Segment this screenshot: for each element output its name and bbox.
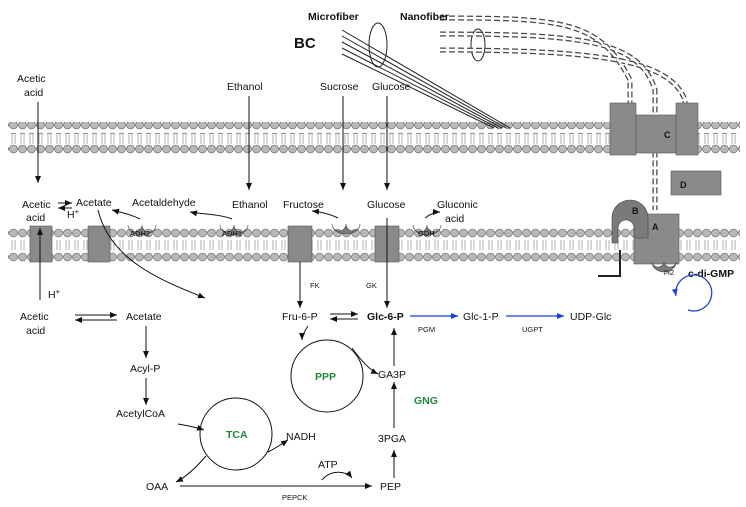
pilz-label: PilZ (664, 271, 675, 277)
transporter-acetate (87, 225, 111, 263)
pga3: 3PGA (378, 433, 406, 445)
glc6p: Glc-6-P (367, 311, 404, 323)
tca-cycle (199, 397, 273, 471)
microfiber-ring (368, 22, 388, 68)
gdh-label: GDH (418, 229, 435, 238)
pgm: PGM (418, 325, 435, 334)
acetic-acid-in-line1: Acetic (20, 311, 49, 323)
ethanol-peri: Ethanol (232, 199, 268, 211)
adh2-enzyme: ADH2 (127, 224, 157, 238)
acyl-p: Acyl-P (130, 363, 160, 375)
bcs-c-left (609, 102, 637, 156)
fibers (341, 15, 688, 262)
acetaldehyde-label: Acetaldehyde (132, 197, 196, 209)
subunit-a-label: A (652, 222, 659, 232)
glucose-peri: Glucose (367, 199, 406, 211)
adh1-enzyme: ADH1 (219, 224, 249, 238)
nadh: NADH (286, 431, 316, 443)
bcs-subunit-d (670, 170, 722, 196)
ethanol-outside: Ethanol (227, 81, 263, 93)
udp-glc: UDP-Glc (570, 311, 611, 323)
outer-membrane (8, 122, 740, 156)
bcs-subunit-c (635, 114, 677, 154)
ppp-label: PPP (315, 371, 336, 383)
acetylcoa: AcetylCoA (116, 408, 165, 420)
acetate-peri: Acetate (76, 197, 112, 209)
transporter-acetic (29, 225, 53, 263)
gk: GK (366, 281, 377, 290)
transporter-fructose (287, 225, 313, 263)
ugpt: UGPT (522, 325, 543, 334)
ppp-cycle (290, 339, 364, 413)
acetic-acid-outside-line2: acid (24, 87, 43, 99)
ga3p: GA3P (378, 369, 406, 381)
sucrose-outside: Sucrose (320, 81, 359, 93)
bcs-c-right (675, 102, 699, 156)
bc-label: BC (294, 35, 316, 52)
fru6p: Fru-6-P (282, 311, 318, 323)
tca-label: TCA (226, 429, 248, 441)
c-di-gmp-cycle-arrow (671, 274, 713, 312)
fk: FK (310, 281, 320, 290)
adh1-label: ADH1 (222, 229, 242, 238)
subunit-c-label: C (664, 130, 671, 140)
gng-label: GNG (414, 395, 438, 407)
gluconic-acid-line1: Gluconic (437, 199, 478, 211)
h-plus-1: H+ (67, 207, 80, 221)
c-di-gmp-label: c-di-GMP (688, 268, 734, 280)
oaa: OAA (146, 481, 168, 493)
nanofiber-label: Nanofiber (400, 11, 449, 23)
nanofiber-ring (470, 28, 486, 62)
bcs-anchor (598, 250, 621, 277)
bcs-subunit-b (611, 199, 649, 244)
subunit-b-label: B (632, 206, 639, 216)
acetic-acid-outside-line1: Acetic (17, 73, 46, 85)
fructose-label: Fructose (283, 199, 324, 211)
microfiber-label: Microfiber (308, 11, 359, 23)
glucose-outside: Glucose (372, 81, 411, 93)
h-plus-2: H+ (48, 287, 61, 301)
acetic-acid-peri-line2: acid (26, 212, 45, 224)
atp: ATP (318, 459, 338, 471)
pilz-domain (651, 261, 677, 273)
acetate-in: Acetate (126, 311, 162, 323)
gluconic-acid-line2: acid (445, 213, 464, 225)
acetic-acid-in-line2: acid (26, 325, 45, 337)
sucrase-enzyme (331, 223, 361, 235)
gdh-enzyme: GDH (412, 224, 442, 238)
subunit-d-label: D (680, 180, 687, 190)
pepck: PEPCK (282, 493, 307, 502)
adh2-label: ADH2 (130, 229, 150, 238)
inner-membrane (8, 228, 740, 262)
glc1p: Glc-1-P (463, 311, 499, 323)
acetic-acid-peri-line1: Acetic (22, 199, 51, 211)
bcs-subunit-a (633, 213, 680, 265)
pep: PEP (380, 481, 401, 493)
